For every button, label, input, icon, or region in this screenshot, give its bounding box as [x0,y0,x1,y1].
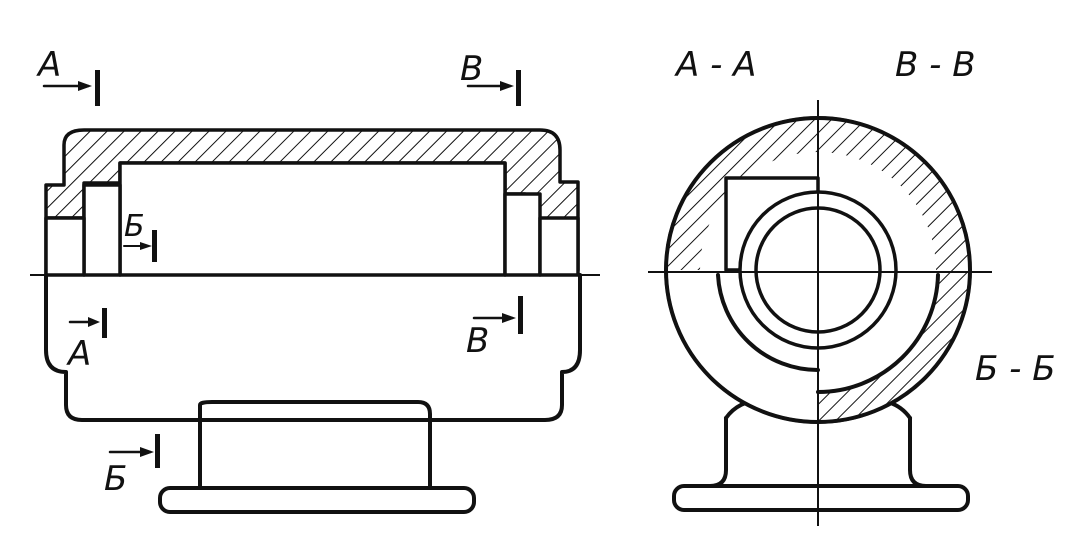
label-section-bb: B - B [895,45,976,85]
arrowhead-b-small [140,242,152,250]
lower-left-ring [716,273,820,373]
label-b-base: Б [104,459,127,499]
left-ring [44,216,86,277]
left-sleeve [82,183,122,277]
base-pedestal [198,400,432,490]
right-sleeve [503,192,542,277]
right-ring [538,216,580,277]
inner-cavity [118,161,507,277]
cut-mark-a-bottom [102,308,107,338]
base-flange [158,486,476,514]
arrowhead-b-top [500,81,514,91]
label-section-aa: A - A [674,45,756,85]
label-b-small: Б [124,209,145,244]
label-a-bottom: A [66,334,91,374]
lower-right-ring [816,273,940,394]
label-section-bb2: Б - Б [975,349,1056,389]
label-a-top: A [36,45,61,85]
arrowhead-a-bottom [88,317,100,327]
arrowhead-b-bottom [502,313,516,323]
label-b-top: B [460,49,483,89]
label-b-bottom: B [466,321,489,361]
front-view: A B Б A B Б [30,45,600,514]
cut-mark-b-small [152,230,157,262]
side-view-sections: A - A B - B Б - Б [648,45,1056,526]
cut-mark-b-base [155,434,160,468]
cut-mark-a-top [95,70,100,106]
side-base-flange [672,484,970,512]
lower-housing-outline [44,273,582,422]
arrowhead-a-top [78,81,92,91]
cut-mark-b-bottom [518,296,523,334]
arrowhead-b-base [140,447,154,457]
cut-mark-b-top [516,70,521,106]
